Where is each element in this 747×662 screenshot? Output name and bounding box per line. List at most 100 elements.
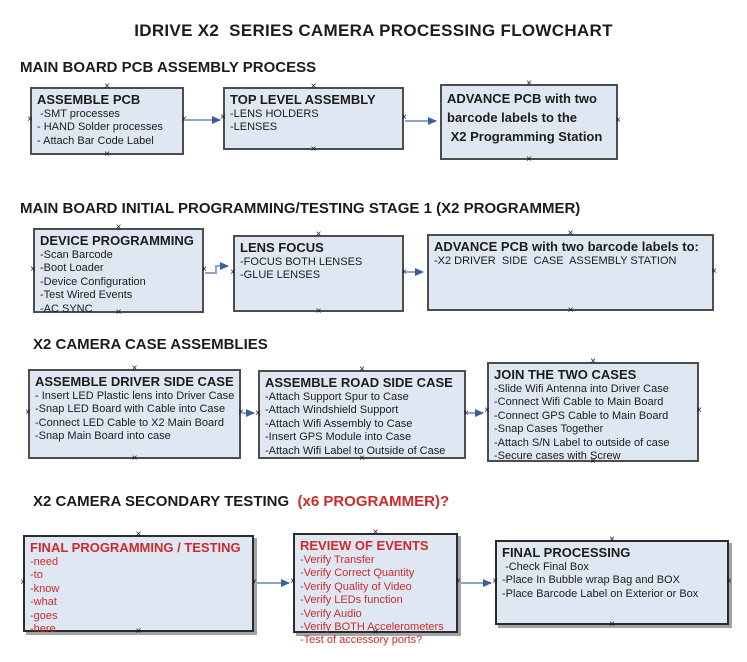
box-item: -Attach S/N Label to outside of case <box>494 436 670 449</box>
flow-box-join-two-cases[interactable]: JOIN THE TWO CASES -Slide Wifi Antenna i… <box>487 362 699 462</box>
box-item: -Slide Wifi Antenna into Driver Case <box>494 383 669 395</box>
box-title: ADVANCE PCB with two barcode labels to: <box>434 239 699 254</box>
flow-box-assemble-road-side-case[interactable]: ASSEMBLE ROAD SIDE CASE -Attach Support … <box>258 370 466 459</box>
box-item: -Secure cases with Screw <box>494 450 621 463</box>
connection-handle-icon <box>309 145 319 155</box>
connection-handle-icon <box>102 150 112 160</box>
box-item: -LENSES <box>230 121 278 134</box>
box-item: -Verify Audio <box>300 607 362 620</box>
connection-handle-icon <box>249 578 259 588</box>
box-item: -FOCUS BOTH LENSES <box>240 256 363 268</box>
connection-handle-icon <box>588 357 598 367</box>
box-item: -Device Configuration <box>40 275 146 288</box>
connection-handle-icon <box>25 115 35 125</box>
section-heading-secondary-testing: X2 CAMERA SECONDARY TESTING (x6 PROGRAMM… <box>33 493 449 510</box>
connection-handle-icon <box>399 268 409 278</box>
section-heading-case-assemblies: X2 CAMERA CASE ASSEMBLIES <box>33 336 268 353</box>
connection-handle-icon <box>18 578 28 588</box>
box-item: -Connect Wifi Cable to Main Board <box>494 396 664 409</box>
flow-box-device-programming[interactable]: DEVICE PROGRAMMING -Scan Barcode -Boot L… <box>33 228 204 315</box>
box-title: ASSEMBLE DRIVER SIDE CASE <box>35 374 234 389</box>
box-item: -Insert GPS Module into Case <box>265 431 412 444</box>
connection-handle-icon <box>288 577 298 587</box>
connection-handle-icon <box>524 155 534 165</box>
box-item: -to <box>30 569 43 582</box>
connection-handle-icon <box>228 268 238 278</box>
connection-handle-icon <box>399 113 409 123</box>
connection-handle-icon <box>524 79 534 89</box>
flow-box-lens-focus[interactable]: LENS FOCUS -FOCUS BOTH LENSES -GLUE LENS… <box>233 235 404 312</box>
box-title: FINAL PROCESSING <box>502 545 631 560</box>
flowchart-title: IDRIVE X2 SERIES CAMERA PROCESSING FLOWC… <box>134 21 613 40</box>
box-item: -Attach Wifi Assembly to Case <box>265 417 413 430</box>
connection-handle-icon <box>613 116 623 126</box>
box-item: -Test Wired Events <box>40 289 133 302</box>
flow-box-final-processing[interactable]: FINAL PROCESSING -Check Final Box -Place… <box>495 540 729 625</box>
box-item: -Snap Cases Together <box>494 423 604 436</box>
box-item: -Scan Barcode <box>40 249 113 261</box>
box-item: -goes <box>30 609 58 622</box>
box-title: LENS FOCUS <box>240 240 324 255</box>
connection-handle-icon <box>309 82 319 92</box>
section-heading-secondary-testing-red: (x6 PROGRAMMER)? <box>297 493 450 510</box>
connection-handle-icon <box>724 577 734 587</box>
section-heading-pcb-assembly: MAIN BOARD PCB ASSEMBLY PROCESS <box>20 59 317 76</box>
connection-handle-icon <box>102 82 112 92</box>
connection-handle-icon <box>130 364 140 374</box>
box-item: -Check Final Box <box>502 561 589 573</box>
box-title: REVIEW OF EVENTS <box>300 538 429 553</box>
box-item: -need <box>30 556 59 568</box>
connection-handle-icon <box>28 265 38 275</box>
connection-handle-icon <box>566 229 576 239</box>
flow-box-advance-pcb-programming-station[interactable]: ADVANCE PCB with two barcode labels to t… <box>440 84 618 160</box>
connection-handle-icon <box>607 620 617 630</box>
flow-box-review-of-events[interactable]: REVIEW OF EVENTS -Verify Transfer -Verif… <box>293 533 458 646</box>
box-item: -what <box>30 596 57 609</box>
connection-handle-icon <box>253 409 263 419</box>
box-item: -Attach Windshield Support <box>265 404 399 417</box>
box-item: -SMT processes <box>37 108 120 120</box>
box-title: DEVICE PROGRAMMING <box>40 233 194 248</box>
connection-handle-icon <box>236 408 246 418</box>
connection-handle-icon <box>490 577 500 587</box>
box-item: -Snap Main Board into case <box>35 430 171 443</box>
box-item: -Verify Transfer <box>300 554 375 566</box>
connection-handle-icon <box>709 267 719 277</box>
box-item: -Verify BOTH Accelerometers <box>300 621 444 634</box>
connection-handle-icon <box>130 454 140 464</box>
box-item: -X2 DRIVER SIDE CASE ASSEMBLY STATION <box>434 255 677 267</box>
section-heading-secondary-testing-black: X2 CAMERA SECONDARY TESTING <box>33 493 298 510</box>
box-item: - Insert LED Plastic lens into Driver Ca… <box>35 390 235 402</box>
box-title: TOP LEVEL ASSEMBLY <box>230 92 376 107</box>
connection-handle-icon <box>371 528 381 538</box>
section-heading-initial-programming: MAIN BOARD INITIAL PROGRAMMING/TESTING S… <box>20 200 581 217</box>
connection-handle-icon <box>179 115 189 125</box>
connection-handle-icon <box>694 406 704 416</box>
box-item: -Connect LED Cable to X2 Main Board <box>35 416 224 429</box>
box-item: - Attach Bar Code Label <box>37 134 154 147</box>
box-title: ASSEMBLE PCB <box>37 92 141 107</box>
box-item: - HAND Solder processes <box>37 121 163 134</box>
connection-handle-icon <box>357 365 367 375</box>
flow-box-final-programming-testing[interactable]: FINAL PROGRAMMING / TESTING -need -to -k… <box>23 535 254 635</box>
box-item: -Verify Correct Quantity <box>300 567 415 580</box>
flow-box-assemble-pcb[interactable]: ASSEMBLE PCB -SMT processes - HAND Solde… <box>30 87 184 155</box>
box-title: FINAL PROGRAMMING / TESTING <box>30 540 241 555</box>
flow-box-top-level-assembly[interactable]: TOP LEVEL ASSEMBLY -LENS HOLDERS -LENSES <box>223 87 404 150</box>
flow-box-assemble-driver-side-case[interactable]: ASSEMBLE DRIVER SIDE CASE - Insert LED P… <box>28 369 241 459</box>
flow-box-advance-pcb-driver-station[interactable]: ADVANCE PCB with two barcode labels to: … <box>427 234 714 311</box>
box-item: -Verify LEDs function <box>300 594 403 607</box>
box-item: -LENS HOLDERS <box>230 108 319 120</box>
box-item: -Snap LED Board with Cable into Case <box>35 403 226 416</box>
box-item: -Boot Loader <box>40 262 104 275</box>
box-item: -AC SYNC <box>40 302 93 315</box>
box-item: -Place In Bubble wrap Bag and BOX <box>502 574 680 587</box>
connection-handle-icon <box>314 307 324 317</box>
box-item: -Attach Wifi Label to Outside of Case <box>265 444 446 457</box>
box-item: -Attach Support Spur to Case <box>265 391 409 403</box>
connector-arrow-deviceprog-to-lensfocus[interactable] <box>205 262 229 274</box>
connection-handle-icon <box>218 113 228 123</box>
connection-handle-icon <box>134 530 144 540</box>
box-item: -Connect GPS Cable to Main Board <box>494 409 669 422</box>
connection-handle-icon <box>453 577 463 587</box>
